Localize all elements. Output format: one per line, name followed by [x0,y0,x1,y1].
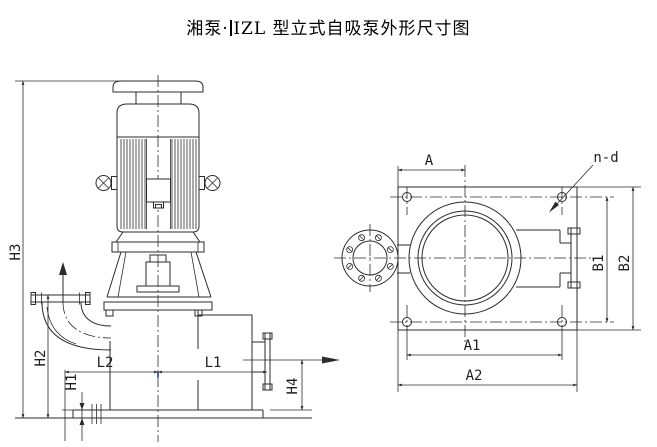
dim-label-b1: B1 [591,255,607,272]
front-dimensions: H3 H2 H1 L2 L1 H4 [8,80,312,441]
center-mark-blue-tick [157,372,159,378]
discharge-flow-arrow-icon [243,356,340,364]
motor-flange-tabs [117,242,199,252]
lifting-eyebolt-left [95,175,118,191]
motor-fan-cover [112,80,204,93]
mounting-bolt-holes [402,192,567,327]
motor-dome [116,103,200,138]
dim-label-h4: H4 [285,378,301,395]
discharge-flange-front [252,332,273,391]
suction-elbow [30,292,112,351]
dim-label-a1: A1 [464,338,481,354]
dim-label-nd: n-d [593,150,618,166]
lifting-eyebolt-right [198,175,221,191]
dim-label-a: A [425,153,434,169]
terminal-box-gland-detail [155,204,162,209]
suction-flow-arrow-icon [59,262,67,302]
suction-flange-top [341,229,410,287]
top-dimensions: A n-d B1 B2 A1 A2 [397,150,641,392]
dim-label-h3: H3 [8,244,24,261]
discharge-flange-top [516,227,581,289]
pump-body-circles [408,201,522,315]
support-bracket [103,251,213,317]
dim-label-a2: A2 [466,368,483,384]
text-cursor-icon [229,20,233,36]
motor-flange [111,241,205,253]
dim-label-h1: H1 [64,374,80,391]
front-view: H3 H2 H1 L2 L1 H4 [8,75,340,442]
pump-casing [109,310,253,410]
title-text-before: 湘泵· [186,19,229,39]
mounting-plate [397,186,578,331]
dim-label-l2: L2 [97,355,114,371]
dim-label-h2: H2 [33,350,49,367]
dim-label-l1: L1 [205,355,222,371]
base-plate [72,404,264,424]
top-view-centerlines [334,165,614,344]
drawing-title[interactable]: 湘泵·IZL 型立式自吸泵外形尺寸图 [0,14,657,39]
title-text-after: IZL 型立式自吸泵外形尺寸图 [233,19,471,39]
motor-neck [135,92,182,104]
motor-skirt [115,231,201,243]
motor-body [116,137,200,233]
dim-label-b2: B2 [617,255,633,272]
terminal-box [146,178,171,203]
top-view: A n-d B1 B2 A1 A2 [334,150,641,392]
coupling [136,254,180,293]
cooling-fins [120,139,197,229]
